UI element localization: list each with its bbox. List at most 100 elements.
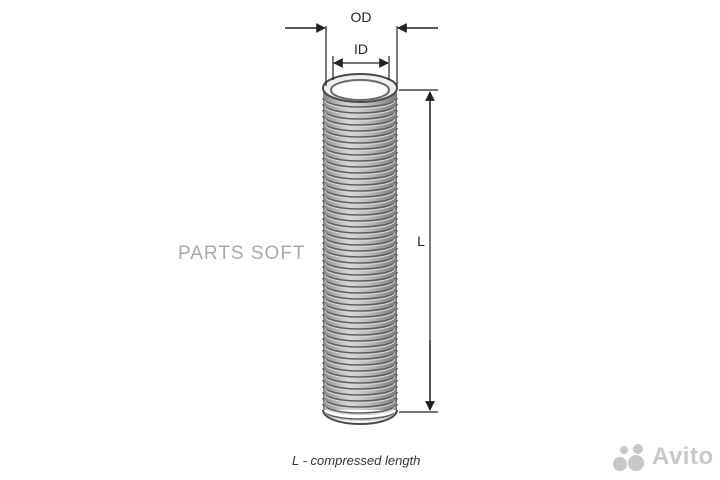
tube-coil-ring bbox=[322, 295, 398, 306]
tube-coil-ring bbox=[322, 385, 398, 396]
tube-top-opening bbox=[330, 79, 390, 101]
tube-coil-highlight bbox=[324, 202, 396, 212]
avito-dots-icon bbox=[613, 444, 644, 471]
tube-coil-highlight bbox=[324, 286, 396, 296]
tube-coil-ring bbox=[322, 403, 398, 414]
tube-coil-highlight bbox=[324, 166, 396, 176]
tube-coil-highlight bbox=[324, 190, 396, 200]
tube-coil-ring bbox=[322, 235, 398, 246]
tube-coil-highlight bbox=[324, 262, 396, 272]
tube-coil-ring bbox=[322, 253, 398, 264]
tube-coil-highlight bbox=[324, 370, 396, 380]
tube-coil-ring bbox=[322, 187, 398, 198]
tube-coil-highlight bbox=[324, 124, 396, 134]
tube-coil-ring bbox=[322, 313, 398, 324]
tube-coil-highlight bbox=[324, 382, 396, 392]
tube-coil-highlight bbox=[324, 172, 396, 182]
tube-coil-highlight bbox=[324, 214, 396, 224]
tube-coil-highlight bbox=[324, 298, 396, 308]
diagram-caption: L - compressed length bbox=[292, 453, 421, 468]
tube-coil-ring bbox=[322, 325, 398, 336]
od-label: OD bbox=[351, 9, 372, 25]
tube-coil-highlight bbox=[324, 130, 396, 140]
tube-coil-highlight bbox=[324, 340, 396, 350]
tube-coil-ring bbox=[322, 145, 398, 156]
tube-coil-ring bbox=[322, 247, 398, 258]
tube-coil-highlight bbox=[324, 358, 396, 368]
tube-coil-highlight bbox=[324, 328, 396, 338]
tube-coil-ring bbox=[322, 349, 398, 360]
tube-coil-highlight bbox=[324, 394, 396, 404]
tube-coil-ring bbox=[322, 319, 398, 330]
brand-name: Avito bbox=[652, 443, 714, 470]
tube-coil-highlight bbox=[324, 220, 396, 230]
tube-coil-ring bbox=[322, 157, 398, 168]
tube-coil-ring bbox=[322, 343, 398, 354]
tube-coil-highlight bbox=[324, 208, 396, 218]
tube-coil-ring bbox=[322, 121, 398, 132]
od-dimension: OD bbox=[285, 9, 438, 86]
tube-coil-highlight bbox=[324, 316, 396, 326]
tube-coil-highlight bbox=[324, 184, 396, 194]
tube-coil-ring bbox=[322, 265, 398, 276]
tube-coil-ring bbox=[322, 151, 398, 162]
tube-coil-highlight bbox=[324, 406, 396, 416]
tube-coil-highlight bbox=[324, 304, 396, 314]
tube-coil-ring bbox=[322, 241, 398, 252]
tube-coil-highlight bbox=[324, 154, 396, 164]
tube-coil-ring bbox=[322, 307, 398, 318]
watermark: PARTS SOFT bbox=[178, 243, 306, 264]
tube-coil-highlight bbox=[324, 268, 396, 278]
tube-coil-ring bbox=[322, 199, 398, 210]
tube-coil-ring bbox=[322, 271, 398, 282]
tube-coil-ring bbox=[322, 391, 398, 402]
tube-coil-highlight bbox=[324, 160, 396, 170]
tube-coil-highlight bbox=[324, 310, 396, 320]
tube-coil-ring bbox=[322, 283, 398, 294]
tube-coil-highlight bbox=[324, 334, 396, 344]
tube-coil-highlight bbox=[324, 364, 396, 374]
tube-bottom-rim bbox=[322, 409, 398, 425]
brand-logo: Avito bbox=[612, 442, 714, 472]
tube-coil-highlight bbox=[324, 178, 396, 188]
tube-coil-highlight bbox=[324, 142, 396, 152]
tube-coil-ring bbox=[322, 205, 398, 216]
tube-coil-ring bbox=[322, 289, 398, 300]
tube-coil-highlight bbox=[324, 400, 396, 410]
tube-coil-ring bbox=[322, 379, 398, 390]
tube-coil-highlight bbox=[324, 238, 396, 248]
tube-coil-ring bbox=[322, 139, 398, 150]
length-label: L bbox=[417, 233, 425, 249]
tube-coil-ring bbox=[322, 277, 398, 288]
tube-coil-highlight bbox=[324, 388, 396, 398]
tube-coil-ring bbox=[322, 367, 398, 378]
tube-coil-ring bbox=[322, 355, 398, 366]
tube-coil-highlight bbox=[324, 196, 396, 206]
tube-coil-ring bbox=[322, 397, 398, 408]
tube-coil-ring bbox=[322, 133, 398, 144]
tube-coil-ring bbox=[322, 163, 398, 174]
tube-coil-ring bbox=[322, 259, 398, 270]
tube-coil-ring bbox=[322, 97, 398, 108]
tube-coil-ring bbox=[322, 175, 398, 186]
tube-coil-ring bbox=[322, 337, 398, 348]
tube-coil-ring bbox=[322, 223, 398, 234]
tube-coil-ring bbox=[322, 109, 398, 120]
tube-coil-highlight bbox=[324, 136, 396, 146]
tube-coil-highlight bbox=[324, 256, 396, 266]
tube-coil-ring bbox=[322, 217, 398, 228]
tube-coil-highlight bbox=[324, 352, 396, 362]
tube-coil-ring bbox=[322, 301, 398, 312]
tube-coil-highlight bbox=[324, 412, 396, 422]
tube-coil-ring bbox=[322, 193, 398, 204]
tube-coil-ring bbox=[322, 409, 398, 420]
tube-coil-highlight bbox=[324, 106, 396, 116]
tube-coil-highlight bbox=[324, 292, 396, 302]
tube-coil-ring bbox=[322, 361, 398, 372]
tube-coils bbox=[322, 97, 398, 422]
tube-coil-ring bbox=[322, 103, 398, 114]
tube-coil-highlight bbox=[324, 112, 396, 122]
tube-coil-ring bbox=[322, 127, 398, 138]
tube-coil-highlight bbox=[324, 346, 396, 356]
